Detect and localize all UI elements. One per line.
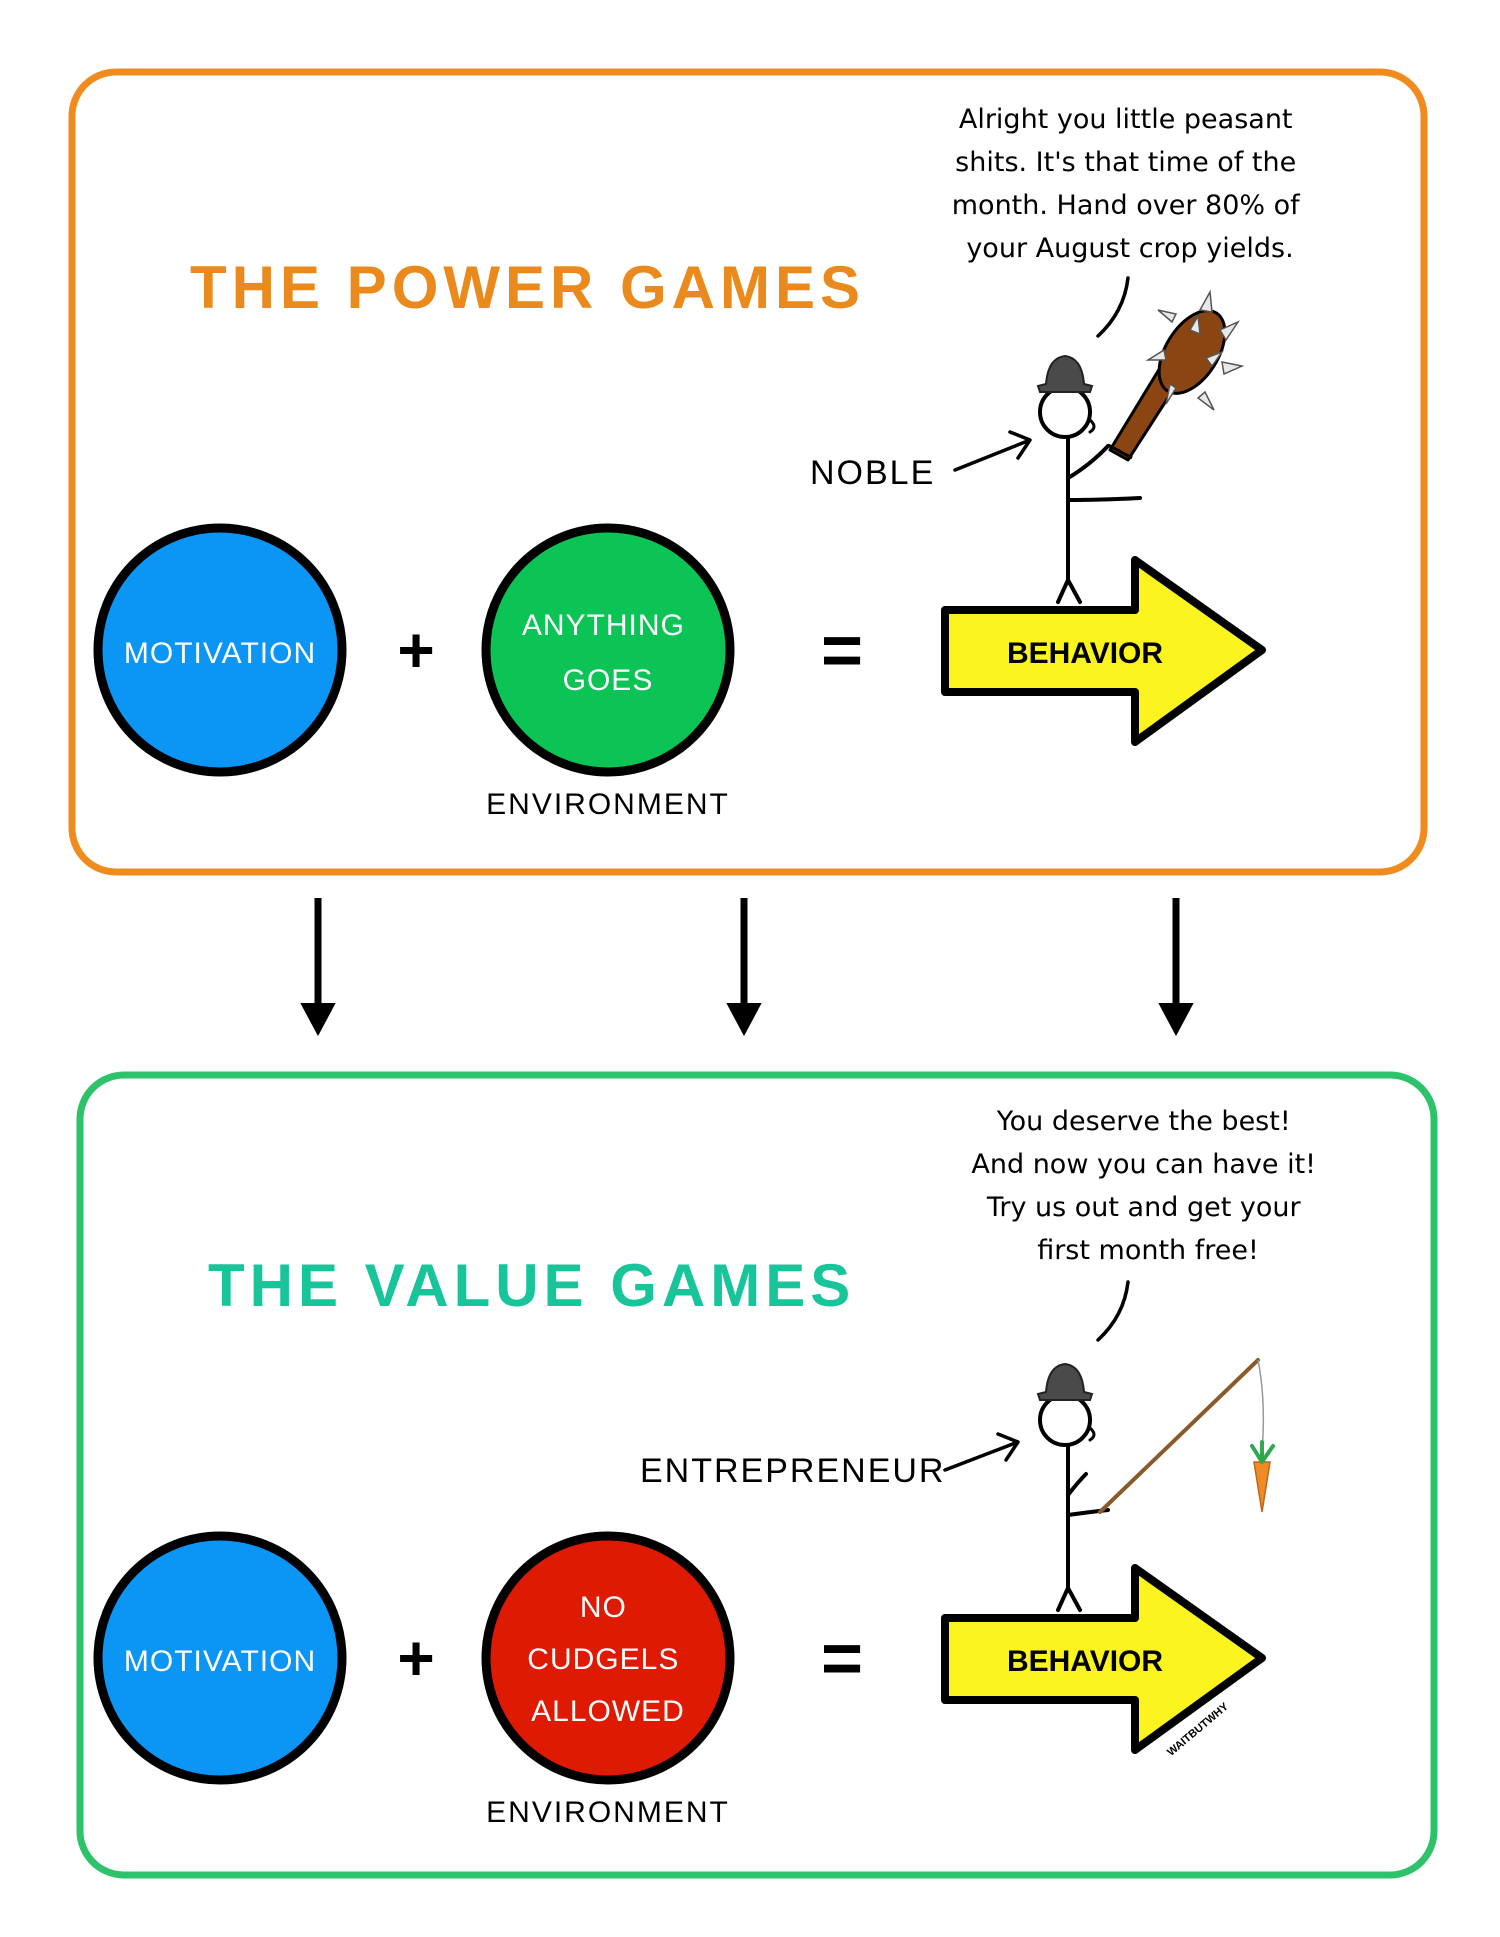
environment-circle: NO CUDGELS ALLOWED xyxy=(481,1531,735,1785)
noble-arm-left xyxy=(1066,444,1110,480)
motivation-label: MOTIVATION xyxy=(124,1645,316,1678)
down-arrow-right-head xyxy=(1158,1003,1194,1037)
environment-circle-line: GOES xyxy=(563,664,654,697)
carrot-leaves xyxy=(1250,1440,1275,1464)
noble-speech-line: shits. It's that time of the xyxy=(955,147,1296,178)
entrepreneur-arm-left xyxy=(1066,1472,1088,1497)
noble-speech-line: month. Hand over 80% of xyxy=(952,190,1301,221)
environment-circle-line: CUDGELS xyxy=(527,1643,679,1676)
entrepreneur-pointer-arrow xyxy=(943,1432,1020,1472)
entrepreneur-arm-right xyxy=(1066,1508,1110,1517)
fishing-line xyxy=(1257,1359,1265,1453)
behavior-arrow-shape xyxy=(941,1564,1266,1754)
environment-circle-line: NO xyxy=(580,1591,627,1624)
noble-pointer-arrow xyxy=(953,430,1032,472)
equals-sign: = xyxy=(821,1619,863,1699)
environment-circle-line: ANYTHING xyxy=(522,609,685,642)
entrepreneur-label: ENTREPRENEUR xyxy=(640,1452,945,1490)
power-games-title: THE POWER GAMES xyxy=(190,254,865,321)
environment-caption: ENVIRONMENT xyxy=(486,1796,730,1829)
environment-caption: ENVIRONMENT xyxy=(486,788,730,821)
spiked-club-icon xyxy=(1107,289,1245,462)
entrepreneur-legs xyxy=(1056,1586,1082,1612)
value-games-panel: THE VALUE GAMES You deserve the best! An… xyxy=(76,1071,1438,1879)
value-games-title: THE VALUE GAMES xyxy=(208,1252,855,1319)
entrepreneur-speech-line: Try us out and get your xyxy=(986,1192,1302,1223)
equals-sign: = xyxy=(821,611,863,691)
club-head xyxy=(1157,309,1227,395)
environment-circle: ANYTHING GOES xyxy=(481,523,735,777)
carrot-icon xyxy=(1253,1461,1271,1513)
power-games-panel: THE POWER GAMES Alright you little peasa… xyxy=(68,68,1428,876)
motivation-circle: MOTIVATION xyxy=(93,523,347,777)
power-games-frame xyxy=(68,68,1428,876)
noble-mouth xyxy=(1088,418,1096,434)
environment-circle-label: NO CUDGELS ALLOWED xyxy=(527,1591,688,1728)
bowler-hat-icon xyxy=(1036,354,1094,393)
anything-goes-circle xyxy=(481,523,735,777)
fishing-rod-carrot-icon xyxy=(1098,1358,1275,1514)
behavior-label: BEHAVIOR xyxy=(1007,637,1163,670)
entrepreneur-mouth xyxy=(1088,1426,1096,1442)
value-games-frame xyxy=(76,1071,1438,1879)
club-spikes xyxy=(1145,289,1245,411)
noble-speech-bubble: Alright you little peasant shits. It's t… xyxy=(952,104,1308,264)
behavior-arrow: BEHAVIOR WAITBUTWHY xyxy=(941,1564,1266,1759)
entrepreneur-speech-line: And now you can have it! xyxy=(971,1149,1316,1180)
motivation-circle-shape xyxy=(93,1531,347,1785)
down-arrow-middle-head xyxy=(726,1003,762,1037)
entrepreneur-head xyxy=(1038,1393,1092,1447)
noble-label: NOBLE xyxy=(810,454,935,492)
speech-pointer-line xyxy=(1096,276,1130,338)
noble-head xyxy=(1038,385,1092,439)
plus-sign: + xyxy=(397,614,434,686)
transition-arrows xyxy=(300,898,1194,1037)
speech-pointer-line xyxy=(1096,1280,1130,1342)
bowler-hat-icon xyxy=(1036,1362,1094,1401)
noble-legs xyxy=(1056,578,1082,604)
motivation-label: MOTIVATION xyxy=(124,637,316,670)
behavior-arrow-shape xyxy=(941,556,1266,746)
motivation-circle-shape xyxy=(93,523,347,777)
fishing-rod xyxy=(1098,1358,1260,1514)
no-cudgels-circle xyxy=(481,1531,735,1785)
noble-speech-line: your August crop yields. xyxy=(966,233,1293,264)
environment-circle-label: ANYTHING GOES xyxy=(522,609,694,697)
noble-stick-figure xyxy=(1036,354,1142,604)
entrepreneur-speech-line: first month free! xyxy=(1037,1235,1259,1266)
environment-circle-line: ALLOWED xyxy=(531,1695,685,1728)
entrepreneur-stick-figure xyxy=(1036,1362,1110,1612)
plus-sign: + xyxy=(397,1622,434,1694)
behavior-label: BEHAVIOR xyxy=(1007,1645,1163,1678)
entrepreneur-speech-line: You deserve the best! xyxy=(996,1106,1291,1137)
motivation-circle: MOTIVATION xyxy=(93,1531,347,1785)
down-arrow-left-head xyxy=(300,1003,336,1037)
noble-speech-line: Alright you little peasant xyxy=(959,104,1293,135)
noble-arm-right xyxy=(1066,496,1142,502)
club-grip xyxy=(1107,443,1133,460)
entrepreneur-speech-bubble: You deserve the best! And now you can ha… xyxy=(971,1106,1324,1266)
behavior-arrow: BEHAVIOR xyxy=(941,556,1266,746)
